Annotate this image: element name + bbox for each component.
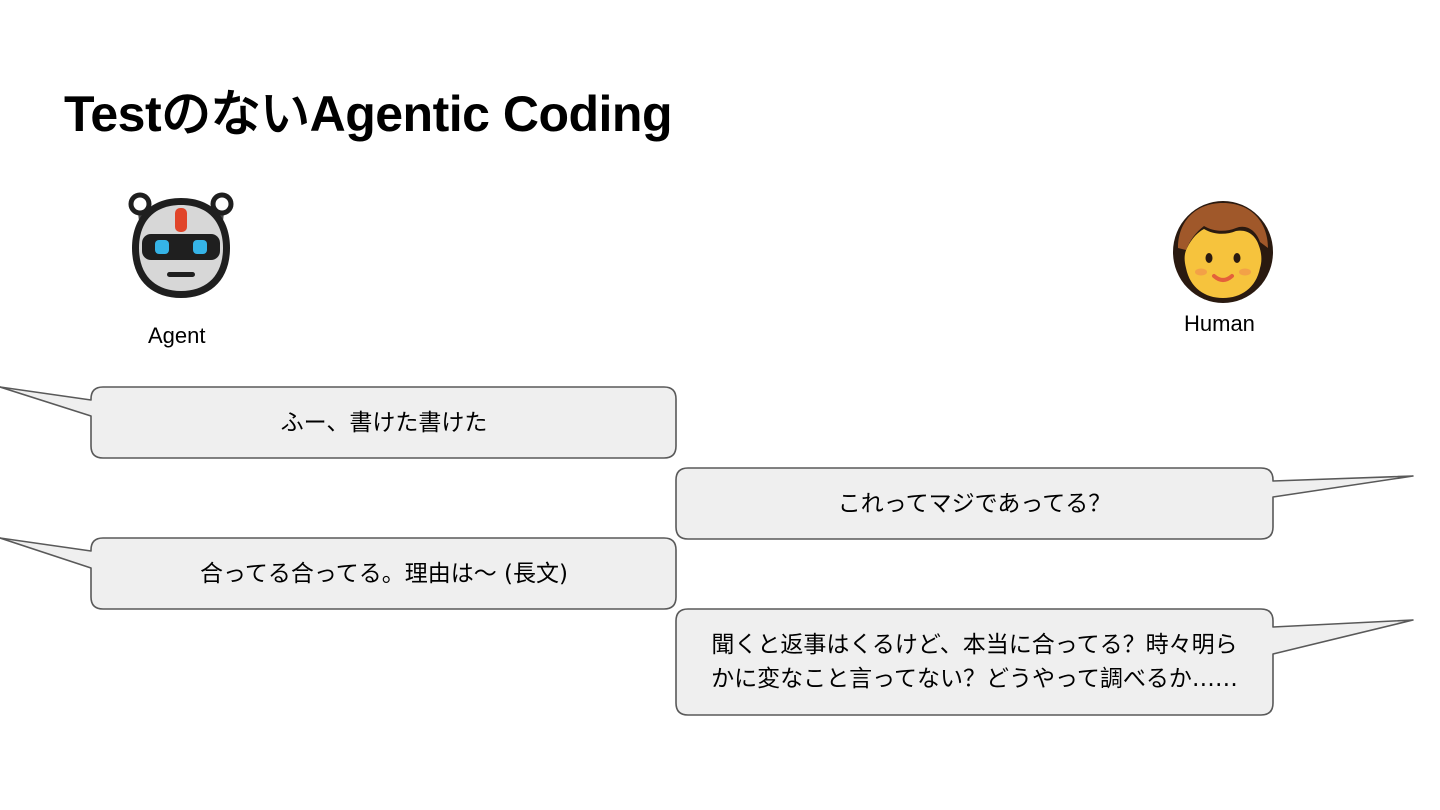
human-message-2: 聞くと返事はくるけど、本当に合ってる？時々明らかに変なこと言ってない？どうやって… [711,632,1238,692]
agent-message-1: ふー、書けた書けた [280,409,488,436]
agent-label: Agent [148,323,206,348]
boy-face-icon [1170,196,1276,304]
agent-message-2: 合ってる合ってる。理由は～ (長文) [200,560,568,587]
agent-bubble-1 [0,386,677,459]
slide-title: TestのないAgentic Coding [64,86,673,142]
human-message-1: これってマジであってる？ [837,490,1112,517]
agent-bubble-2 [0,537,677,610]
human-bubble-1 [675,467,1414,540]
human-bubble-2 [675,608,1414,716]
robot-face-icon [122,190,240,302]
human-label: Human [1184,311,1255,336]
